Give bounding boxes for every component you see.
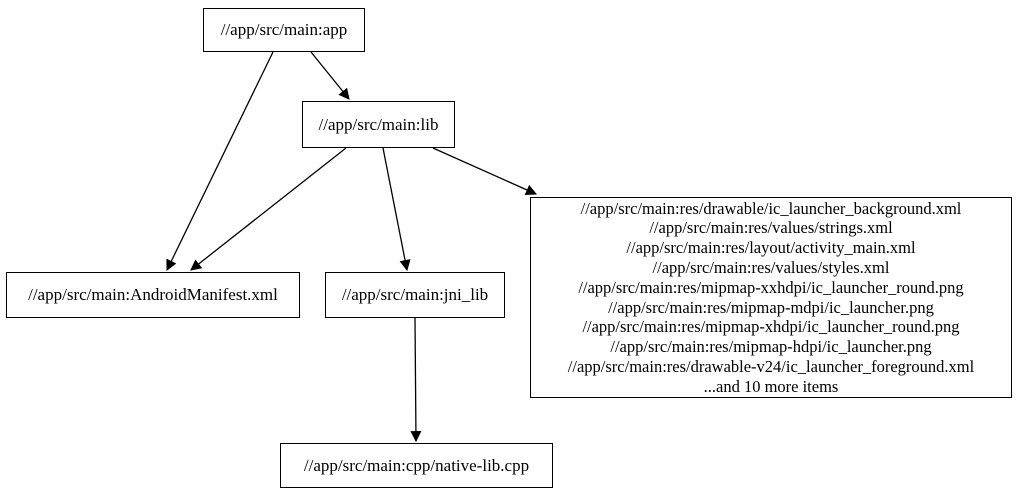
- node-app-label: //app/src/main:app: [220, 20, 348, 39]
- node-resources-line: //app/src/main:res/mipmap-hdpi/ic_launch…: [610, 337, 932, 357]
- node-resources-line: ...and 10 more items: [703, 376, 839, 396]
- edge-lib-to-jni-lib: [382, 147, 411, 272]
- edge-jni-lib-to-native-lib-cpp: [410, 317, 422, 443]
- node-lib: //app/src/main:lib: [302, 101, 455, 148]
- node-android-manifest-label: //app/src/main:AndroidManifest.xml: [28, 285, 278, 304]
- node-resources-line: //app/src/main:res/layout/activity_main.…: [626, 238, 916, 258]
- edge-lib-to-android-manifest: [190, 147, 347, 271]
- node-resources-line: //app/src/main:res/mipmap-xhdpi/ic_launc…: [582, 317, 960, 337]
- node-resources-line: //app/src/main:res/drawable-v24/ic_launc…: [567, 356, 975, 376]
- node-resources-line: //app/src/main:res/drawable/ic_launcher_…: [580, 198, 962, 218]
- node-resources-line: //app/src/main:res/values/strings.xml: [649, 218, 893, 238]
- node-jni-lib: //app/src/main:jni_lib: [325, 272, 505, 318]
- node-native-lib-cpp-label: //app/src/main:cpp/native-lib.cpp: [303, 455, 530, 475]
- node-resources-line: //app/src/main:res/mipmap-mdpi/ic_launch…: [608, 297, 934, 317]
- node-resources: //app/src/main:res/drawable/ic_launcher_…: [530, 197, 1012, 398]
- node-android-manifest: //app/src/main:AndroidManifest.xml: [6, 272, 300, 318]
- node-jni-lib-label: //app/src/main:jni_lib: [341, 285, 489, 304]
- node-resources-line: //app/src/main:res/values/styles.xml: [652, 257, 890, 277]
- edge-app-to-lib: [310, 51, 350, 100]
- node-native-lib-cpp: //app/src/main:cpp/native-lib.cpp: [280, 443, 553, 488]
- node-resources-line: //app/src/main:res/mipmap-xxhdpi/ic_laun…: [578, 277, 964, 297]
- edge-app-to-android-manifest: [166, 51, 274, 271]
- node-app: //app/src/main:app: [203, 8, 365, 52]
- edge-lib-to-resources: [432, 147, 538, 195]
- node-lib-label: //app/src/main:lib: [318, 114, 439, 134]
